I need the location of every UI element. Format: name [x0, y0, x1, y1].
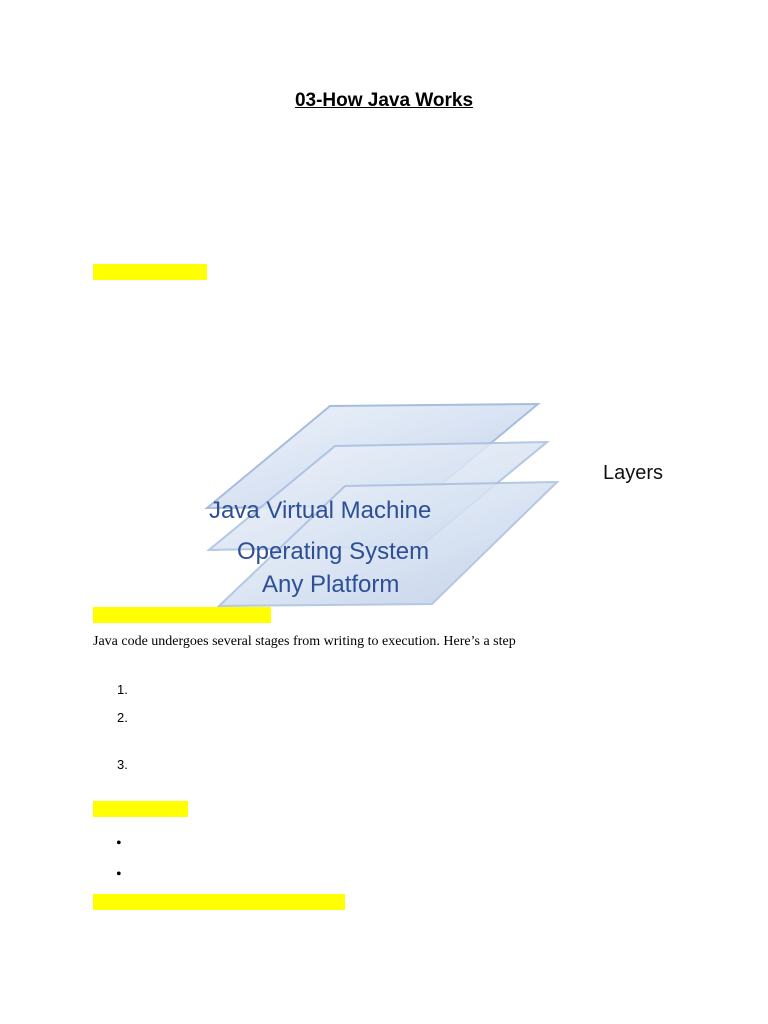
- layers-caption: Layers: [603, 462, 664, 484]
- highlight-bar: [93, 264, 207, 280]
- layers-diagram: Java Virtual Machine Operating System An…: [195, 398, 565, 610]
- bullet-point: •: [116, 835, 122, 852]
- highlight-bar: [93, 801, 188, 817]
- layer-label-os: Operating System: [237, 538, 429, 565]
- highlight-bar: [93, 607, 271, 623]
- list-number: 3.: [117, 757, 128, 772]
- bottom-layer-plane: [216, 480, 560, 608]
- layer-label-platform: Any Platform: [262, 571, 399, 598]
- list-number: 1.: [117, 682, 128, 697]
- page-title: 03-How Java Works: [294, 90, 474, 111]
- highlight-bar: [93, 894, 345, 910]
- bullet-point: •: [116, 866, 122, 883]
- layer-label-jvm: Java Virtual Machine: [209, 497, 431, 524]
- intro-paragraph: Java code undergoes several stages from …: [93, 634, 516, 649]
- list-number: 2.: [117, 710, 128, 725]
